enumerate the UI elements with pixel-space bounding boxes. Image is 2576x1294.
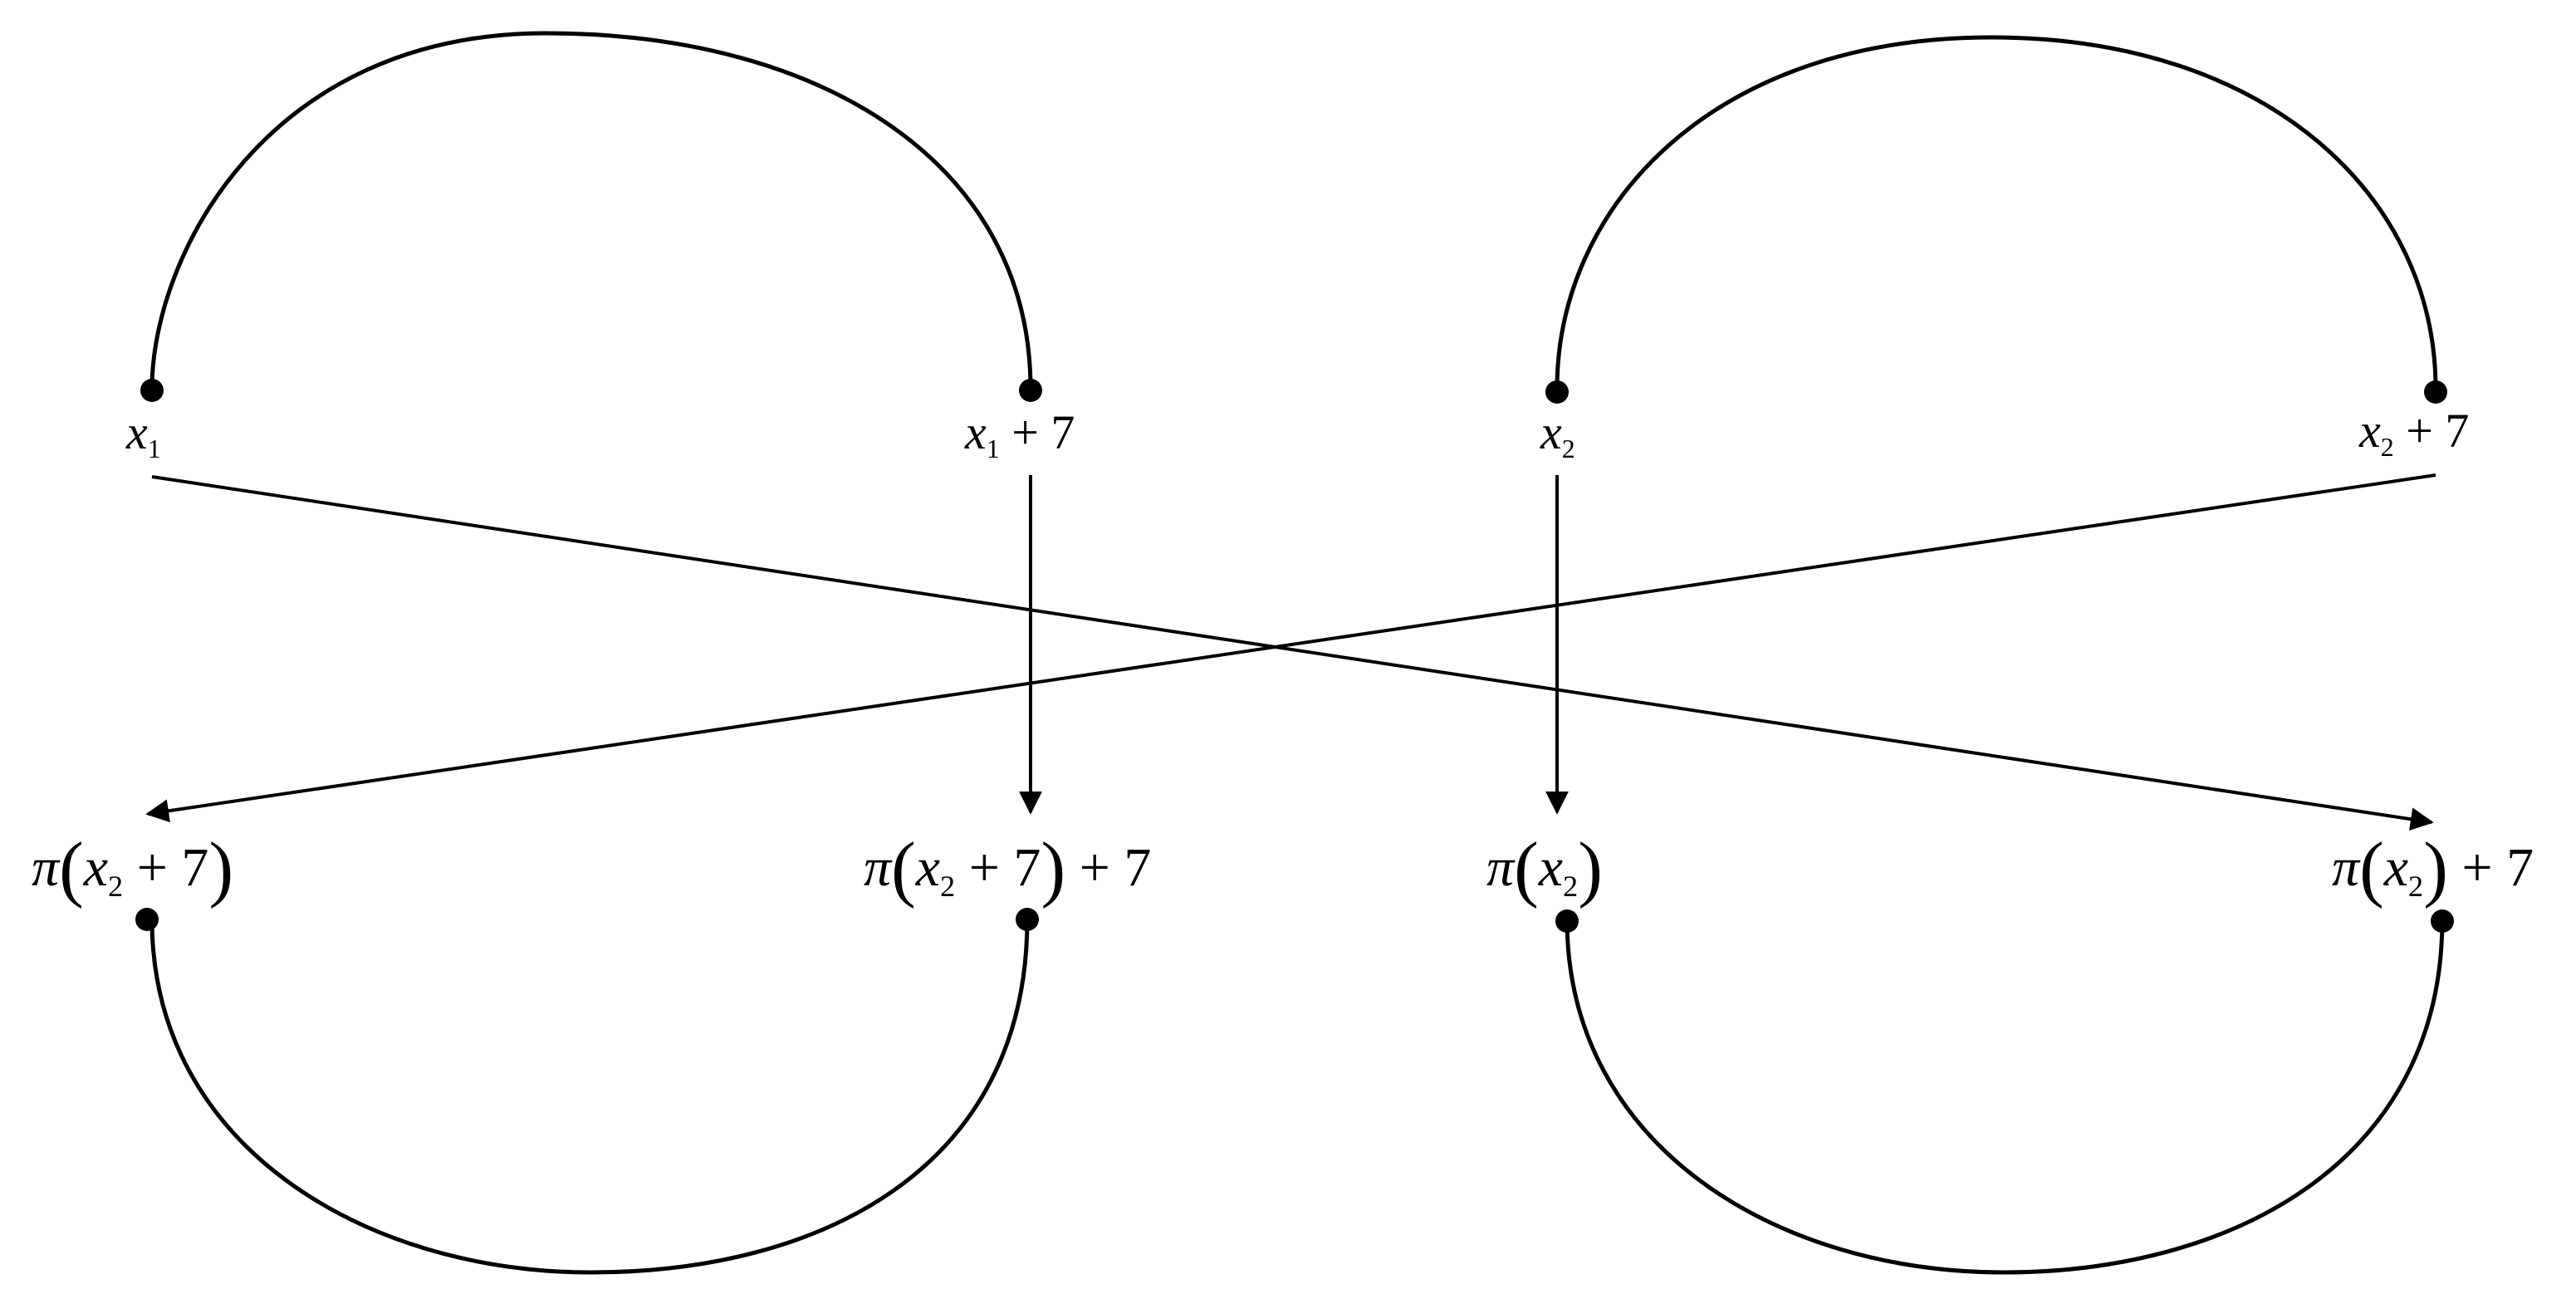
label-inner-tail: + 7 [955, 837, 1041, 899]
node-pi-x2-plus-7 [135, 908, 159, 931]
label-pi-x2-plus-7: π(x2 + 7) [32, 831, 233, 906]
node-pi-x2 [1555, 909, 1579, 933]
label-tail: + 7 [1065, 837, 1152, 899]
label-x2p7-tail: + 7 [2393, 404, 2470, 458]
label-x2-plus-7: x2 + 7 [2359, 404, 2470, 461]
label-var: x [83, 837, 109, 899]
label-x1-sub: 1 [147, 434, 161, 464]
label-sub: 2 [2408, 869, 2424, 903]
arc-top-left [149, 31, 1033, 390]
label-inner-tail: + 7 [123, 837, 209, 899]
label-pi-x2-plus-7-plus-7: π(x2 + 7) + 7 [864, 831, 1152, 906]
node-x1 [140, 379, 164, 402]
label-pi-symbol: π [864, 837, 892, 899]
node-x2-plus-7 [2424, 380, 2447, 404]
arrow-x1-to-pi-x2-plus-7-right [151, 475, 2434, 831]
label-x2-var: x [1540, 405, 1562, 459]
label-close-paren: ) [208, 828, 234, 909]
arc-top-right [1555, 35, 2438, 390]
label-pi-symbol: π [32, 837, 60, 899]
label-var: x [1538, 837, 1564, 899]
label-sub: 2 [940, 869, 956, 903]
arc-bottom-right [1565, 919, 2445, 1275]
label-x1p7-sub: 1 [986, 434, 1000, 464]
label-sub: 2 [108, 869, 124, 903]
arrow-x2-plus-7-to-pi-x2-plus-7 [145, 473, 2436, 823]
label-x2p7-var: x [2359, 404, 2381, 458]
label-x1-var: x [126, 405, 148, 459]
label-x2: x2 [1540, 409, 1575, 463]
label-pi-x2: π(x2) [1486, 831, 1603, 906]
label-var: x [915, 837, 941, 899]
label-close-paren: ) [1578, 828, 1603, 909]
label-open-paren: ( [891, 828, 916, 909]
label-open-paren: ( [1514, 828, 1539, 909]
label-close-paren: ) [2423, 828, 2448, 909]
node-x1-plus-7 [1019, 379, 1042, 402]
label-var: x [2383, 837, 2409, 899]
label-tail: + 7 [2447, 837, 2534, 899]
node-pi-x2-plus-7-plus-7 [1016, 908, 1039, 931]
label-open-paren: ( [2359, 828, 2384, 909]
node-pi-x2-plus-7-right [2431, 909, 2454, 933]
label-x2p7-sub: 2 [2380, 433, 2394, 463]
label-close-paren: ) [1041, 828, 1066, 909]
label-x1: x1 [126, 409, 161, 463]
label-open-paren: ( [59, 828, 84, 909]
label-x1-plus-7: x1 + 7 [965, 409, 1075, 463]
label-sub: 2 [1563, 869, 1579, 903]
label-x1p7-tail: + 7 [999, 405, 1075, 459]
label-pi-x2-plus-7-right: π(x2) + 7 [2332, 831, 2534, 906]
node-x2 [1545, 380, 1569, 404]
label-pi-symbol: π [1486, 837, 1515, 899]
label-pi-symbol: π [2332, 837, 2360, 899]
arc-bottom-left [149, 919, 1030, 1275]
label-x2-sub: 2 [1561, 434, 1575, 464]
label-x1p7-var: x [965, 405, 987, 459]
